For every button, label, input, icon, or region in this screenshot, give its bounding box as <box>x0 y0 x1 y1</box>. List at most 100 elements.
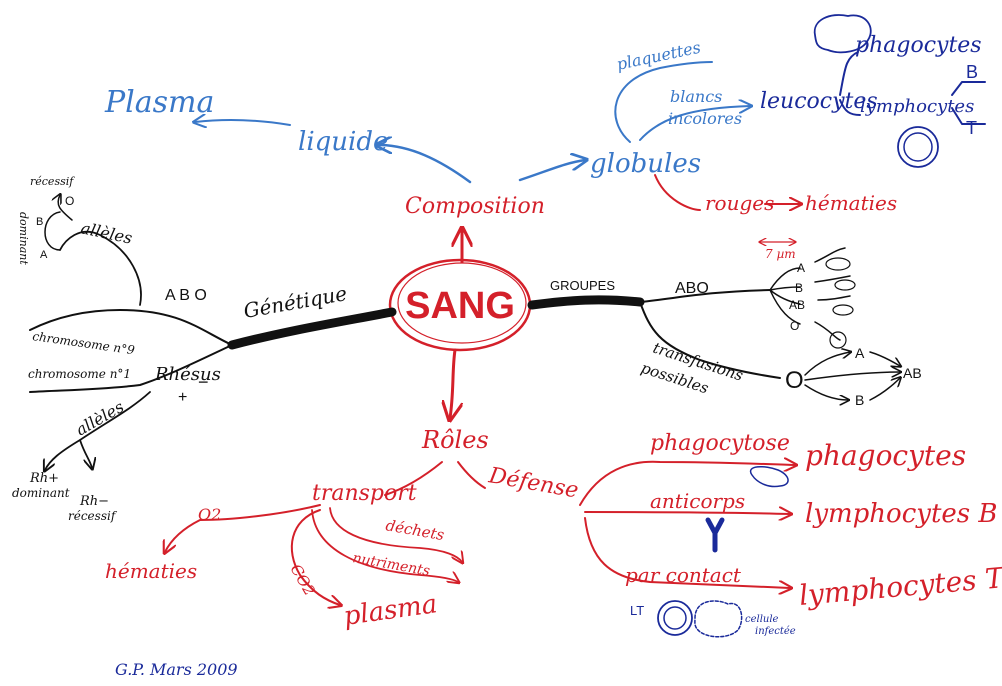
defense-to-lymphocytes-b <box>584 512 790 514</box>
leucocytes-label: leucocytes <box>760 89 878 114</box>
phagocyte-drawing <box>813 14 872 54</box>
antibody-icon <box>705 517 725 553</box>
hematies-label: hématies <box>805 191 897 215</box>
t-cell-label: T <box>966 118 977 138</box>
composition-to-liquide <box>378 145 472 184</box>
transfusion-arrows <box>804 352 900 400</box>
dechets-label: déchets <box>384 516 446 544</box>
allele-a: A <box>40 249 48 261</box>
chromosome9-label: chromosome n°9 <box>32 329 136 357</box>
recipient-b: B <box>855 392 864 408</box>
alleles-to-a-b <box>44 211 61 251</box>
leucocytes-to-phagocytes <box>839 51 859 96</box>
phagocytes-label: phagocytes <box>855 33 982 58</box>
blood-type-a: A <box>797 261 805 275</box>
blancs-label: blancs <box>670 87 722 106</box>
liquide-label: liquide <box>298 127 388 157</box>
infectee-label: infectée <box>755 626 796 637</box>
composition-label: Composition <box>405 194 545 219</box>
genetique-to-abo <box>29 309 233 346</box>
anticorps-label: anticorps <box>650 489 745 513</box>
allele-o: O <box>65 194 74 208</box>
composition-to-globules <box>518 160 585 182</box>
center-label: SANG <box>405 285 515 327</box>
defense-to-lymphocytes-t <box>584 517 790 588</box>
globules-to-leucocytes <box>639 106 750 141</box>
nutriments-label: nutriments <box>351 550 431 579</box>
genetique-to-rhesus <box>29 344 233 393</box>
alleles-to-o <box>58 195 73 221</box>
red-cell-drawing <box>758 223 797 242</box>
rhesus-to-rhplus <box>45 391 151 470</box>
co2-label: CO2 <box>287 561 319 599</box>
lymphocytes-t-line <box>951 107 986 125</box>
lymphocyte-drawing <box>897 126 939 168</box>
blood-type-o: O <box>790 319 799 333</box>
roles-to-transport <box>384 461 443 496</box>
defense-to-phagocytes <box>579 462 795 506</box>
chromosome1-label: chromosome n°1 <box>28 367 131 381</box>
o2-label: O2 <box>198 505 221 524</box>
plasma-role-label: plasma <box>342 589 439 632</box>
roles-label: Rôles <box>421 426 489 454</box>
rhplus-label: Rh+ <box>29 471 59 486</box>
par-contact-label: par contact <box>625 563 742 587</box>
transport-to-hematies <box>165 504 321 552</box>
leucocytes-to-lymphocytes <box>839 99 861 116</box>
signature: G.P. Mars 2009 <box>115 660 238 679</box>
lymphocytes-b-role-label: lymphocytes B <box>805 499 998 529</box>
groupes-to-transfusions <box>639 301 781 379</box>
dominant-label: dominant <box>17 212 30 265</box>
globules-label: globules <box>590 149 701 179</box>
lt-contact-drawing <box>657 600 743 638</box>
defense-label: Défense <box>486 463 580 503</box>
cellule-label: cellule <box>745 614 779 625</box>
plasma-label: Plasma <box>104 85 214 120</box>
transport-to-dechets <box>329 507 462 562</box>
lt-label: LT <box>630 603 644 618</box>
recessif-label: récessif <box>30 175 75 188</box>
rhesus-plus: + <box>178 389 187 406</box>
phagocytose-drawing <box>749 465 789 488</box>
groupes-label: GROUPES <box>550 278 615 293</box>
recessif2-label: récessif <box>68 509 118 523</box>
abo-to-alleles <box>59 230 142 306</box>
branch-genetique <box>227 307 397 350</box>
groupes-to-abo <box>639 289 771 303</box>
transport-label: transport <box>312 481 417 506</box>
rhesus-label: Rhésus <box>154 364 221 385</box>
phagocytes-role-label: phagocytes <box>805 439 966 472</box>
rouges-label: rouges <box>705 191 774 215</box>
red-cell-size: 7 µm <box>765 247 796 261</box>
phagocytose-label: phagocytose <box>650 431 790 456</box>
globules-to-plaquettes <box>614 61 713 143</box>
hematies-role-label: hématies <box>105 559 197 583</box>
recipient-ab: AB <box>903 365 922 381</box>
dominant2-label: dominant <box>12 486 70 500</box>
recipient-a: A <box>855 345 865 361</box>
b-cell-label: B <box>966 62 978 82</box>
blood-type-ab: AB <box>789 298 805 312</box>
donor-o: O <box>785 367 804 394</box>
blood-type-b: B <box>795 281 803 295</box>
branch-roles <box>450 348 455 418</box>
abo-groupes-label: ABO <box>675 280 709 297</box>
lymphocytes-label: lymphocytes <box>860 96 974 117</box>
blood-type-tree <box>769 247 856 349</box>
transport-to-nutriments <box>311 509 458 582</box>
alleles2-label: allèles <box>73 397 128 439</box>
center-node: SANG <box>388 258 532 352</box>
rhesus-to-rhminus <box>79 439 92 468</box>
abo-gene-label: A B O <box>165 287 207 304</box>
lymphocytes-t-role-label: lymphocytes T <box>798 561 1002 612</box>
incolores-label: incolores <box>668 109 742 128</box>
allele-b: B <box>36 216 43 228</box>
rhesus-minus: − <box>198 372 209 392</box>
roles-to-defense <box>457 461 486 489</box>
genetique-label: Génétique <box>242 281 349 323</box>
transport-to-plasma <box>290 509 340 605</box>
alleles-label: allèles <box>79 218 134 247</box>
lymphocytes-b-line <box>951 81 986 96</box>
